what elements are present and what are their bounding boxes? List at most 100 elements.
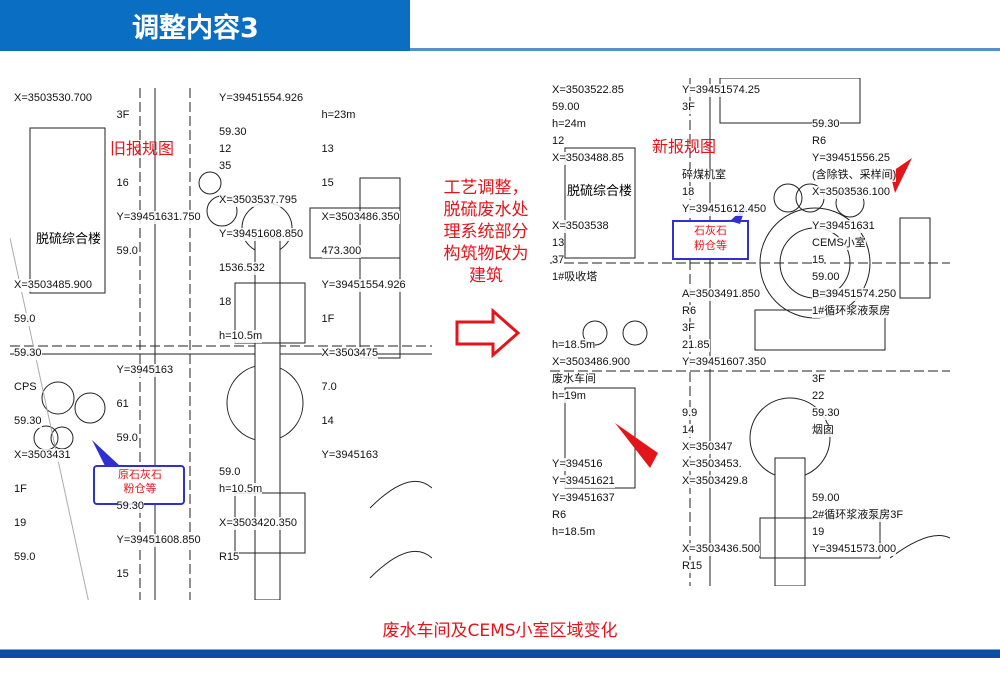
drawing-annotation: 59.0 <box>14 313 36 326</box>
drawing-annotation: Y=39451631.750 <box>116 211 201 224</box>
drawing-annotation: 22 <box>812 390 825 403</box>
drawing-annotation: A=3503491.850 <box>682 288 760 301</box>
old-drawing-label: 旧报规图 <box>110 139 175 158</box>
drawing-annotation: 16 <box>116 177 129 190</box>
drawing-annotation: X=3503522.85 <box>552 84 624 97</box>
drawing-annotation: (含除铁、采样间) <box>812 169 897 182</box>
drawing-annotation: X=3503485.900 <box>14 279 92 292</box>
drawing-annotation: 12 <box>219 143 232 156</box>
drawing-annotation: 59.0 <box>14 551 36 564</box>
drawing-annotation: R15 <box>682 560 703 573</box>
drawing-annotation: 3F <box>116 109 130 122</box>
drawing-annotation: X=3503536.100 <box>812 186 890 199</box>
drawing-annotation: Y=39451554.926 <box>219 92 304 105</box>
drawing-annotation: 15 <box>116 568 129 581</box>
slide-title: 调整内容3 <box>132 13 259 44</box>
drawing-annotation: h=19m <box>552 390 586 403</box>
drawing-annotation: h=10.5m <box>219 330 263 343</box>
note-line: 脱硫废水处 <box>443 200 529 220</box>
drawing-annotation: 7.0 <box>321 381 337 394</box>
drawing-annotation: R6 <box>682 305 697 318</box>
drawing-annotation: X=3503530.700 <box>14 92 92 105</box>
drawing-annotation: Y=39451607.350 <box>682 356 767 369</box>
drawing-annotation: 碎煤机室 <box>682 169 726 182</box>
drawing-annotation: Y=39451573.000 <box>812 543 897 556</box>
old-callout: 原石灰石 粉仓等 <box>118 468 162 495</box>
drawing-annotation: R6 <box>552 509 567 522</box>
drawing-annotation: X=3503436.500 <box>682 543 760 556</box>
note-line: 建筑 <box>469 266 503 286</box>
drawing-annotation: 59.30 <box>812 118 840 131</box>
drawing-annotation: X=350347 <box>682 441 733 454</box>
drawing-annotation: 59.30 <box>219 126 247 139</box>
drawing-annotation: X=3503538 <box>552 220 609 233</box>
drawing-annotation: 15 <box>321 177 334 190</box>
note-line: 构筑物改为 <box>443 244 529 264</box>
drawing-annotation: 14 <box>321 415 334 428</box>
drawing-annotation: 18 <box>219 296 232 309</box>
drawing-annotation: X=3503475 <box>321 347 379 360</box>
note-line: 工艺调整， <box>443 178 529 198</box>
drawing-annotation: 59.0 <box>219 466 241 479</box>
drawing-annotation: 35 <box>219 160 232 173</box>
drawing-annotation: h=24m <box>552 118 586 131</box>
drawing-annotation: Y=39451612.450 <box>682 203 767 216</box>
drawing-annotation: 59.0 <box>116 432 138 445</box>
drawing-annotation: 59.30 <box>116 500 145 513</box>
drawing-annotation: 59.00 <box>812 492 840 505</box>
drawing-annotation: Y=39451608.850 <box>116 534 201 547</box>
right-arrow-icon <box>455 308 521 358</box>
old-building-label: 脱硫综合楼 <box>36 228 102 247</box>
drawing-annotation: Y=39451631 <box>812 220 875 233</box>
drawing-annotation: 21.85 <box>682 339 710 352</box>
drawing-annotation: 59.30 <box>14 347 42 360</box>
drawing-annotation: 1F <box>321 313 335 326</box>
drawing-annotation: 1#吸收塔 <box>552 271 598 284</box>
drawing-annotation: B=39451574.250 <box>812 288 897 301</box>
drawing-annotation: Y=3945163 <box>116 364 174 377</box>
drawing-annotation: 19 <box>812 526 825 539</box>
drawing-annotation: h=10.5m <box>219 483 263 496</box>
slide-header: 调整内容3 <box>0 0 410 51</box>
drawing-annotation: 3F <box>812 373 825 386</box>
drawing-annotation: 13 <box>552 237 565 250</box>
drawing-annotation: 12 <box>552 135 565 148</box>
drawing-annotation: X=3503431 <box>14 449 71 462</box>
drawing-annotation: X=3503420.350 <box>219 517 297 530</box>
new-building-label: 脱硫综合楼 <box>567 180 633 199</box>
drawing-annotation: Y=39451621 <box>552 475 615 488</box>
drawing-annotation: 18 <box>682 186 695 199</box>
drawing-annotation: CPS <box>14 381 37 394</box>
drawing-annotation: 14 <box>682 424 695 437</box>
drawing-annotation: Y=39451608.850 <box>219 228 304 241</box>
drawing-annotation: CEMS小室 <box>812 237 866 250</box>
drawing-annotation: X=3503537.795 <box>219 194 297 207</box>
new-drawing-label: 新报规图 <box>652 137 717 156</box>
drawing-annotation: 59.0 <box>116 245 138 258</box>
drawing-annotation: R6 <box>812 135 827 148</box>
drawing-annotation: Y=3945163 <box>321 449 379 462</box>
drawing-annotation: 37 <box>552 254 565 267</box>
note-line: 理系统部分 <box>443 222 529 242</box>
drawing-annotation: X=3503453. <box>682 458 742 471</box>
drawing-annotation: 473.300 <box>321 245 362 258</box>
drawing-annotation: 59.30 <box>14 415 42 428</box>
drawing-annotation: Y=39451574.25 <box>682 84 760 97</box>
drawing-annotation: 3F <box>682 101 695 114</box>
drawing-annotation: R15 <box>219 551 240 564</box>
footer-bar <box>0 649 1000 658</box>
drawing-annotation: 1#循环浆液泵房 <box>812 305 891 318</box>
drawing-annotation: 2#循环浆液泵房3F <box>812 509 904 522</box>
drawing-annotation: 1F <box>14 483 27 496</box>
drawing-annotation: 15 <box>812 254 825 267</box>
drawing-annotation: 59.00 <box>812 271 840 284</box>
header-divider <box>410 48 1000 51</box>
drawing-annotation: 19 <box>14 517 27 530</box>
drawing-annotation: X=3503486.900 <box>552 356 630 369</box>
drawing-annotation: Y=39451637 <box>552 492 615 505</box>
drawing-annotation: X=3503488.85 <box>552 152 624 165</box>
figure-caption: 废水车间及CEMS小室区域变化 <box>382 621 618 641</box>
drawing-annotation: 1536.532 <box>219 262 265 275</box>
new-callout: 石灰石 粉仓等 <box>694 224 727 252</box>
drawing-annotation: 废水车间 <box>552 373 596 386</box>
